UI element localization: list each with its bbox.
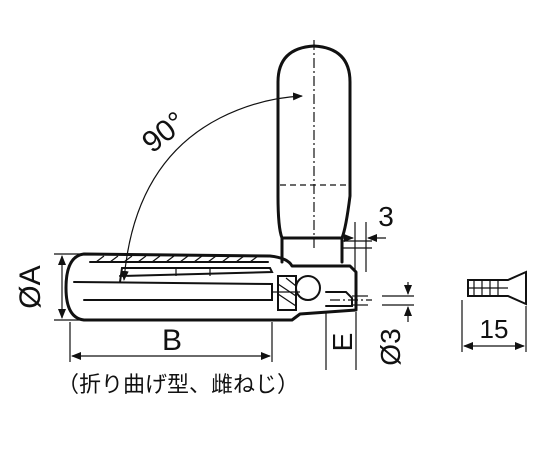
dim-b-label: B — [162, 324, 182, 357]
dim-dia3-label: Ø3 — [375, 328, 406, 365]
dim-e — [325, 312, 357, 370]
dim-a — [54, 253, 84, 321]
dim-b — [69, 322, 273, 362]
dim-a-label: ØA — [14, 265, 47, 308]
pivot-pin — [277, 275, 321, 311]
horizontal-arm — [64, 252, 358, 322]
screw-detail — [461, 270, 527, 352]
angle-arc — [120, 92, 303, 281]
dim-e-label: E — [327, 333, 358, 352]
thread-end — [325, 291, 372, 307]
caption: （折り曲げ型、雌ねじ） — [57, 373, 299, 398]
shaft-base — [280, 236, 372, 264]
angle-label: 90° — [136, 106, 192, 160]
dim-3-top-label: 3 — [378, 201, 394, 232]
dim-15-label: 15 — [480, 314, 509, 344]
dim-dia3 — [382, 282, 414, 322]
vertical-grip — [276, 40, 352, 250]
dim-3-top — [336, 222, 386, 272]
